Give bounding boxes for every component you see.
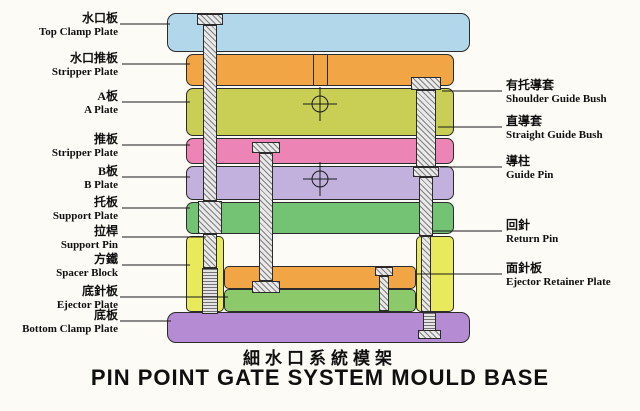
centre-pin-head — [252, 142, 280, 153]
label-support-pin: 拉桿 Support Pin — [4, 225, 118, 251]
label-support-plate: 托板 Support Plate — [4, 196, 118, 222]
ejector-plate — [224, 289, 416, 312]
centre-pin-shaft — [259, 153, 273, 281]
label-zh: 導柱 — [506, 154, 531, 168]
label-en: Stripper Plate — [51, 147, 118, 159]
label-zh: 底針板 — [81, 284, 118, 298]
label-en: Ejector Retainer Plate — [506, 276, 611, 288]
shoulder-guide-bush-head — [411, 77, 441, 90]
label-zh: 水口推板 — [69, 51, 118, 65]
label-en: Stripper Plate — [51, 66, 118, 78]
label-zh: 有托導套 — [506, 78, 555, 92]
label-zh: 面針板 — [506, 261, 543, 275]
label-straight-guide-bush: 直導套 Straight Guide Bush — [506, 115, 638, 141]
return-pin-screw-head — [418, 330, 441, 339]
label-en: A Plate — [84, 104, 118, 116]
label-en: Straight Guide Bush — [506, 129, 603, 141]
label-zh: 底板 — [93, 308, 118, 322]
label-shoulder-guide-bush: 有托導套 Shoulder Guide Bush — [506, 79, 638, 105]
return-pin-shaft — [421, 236, 431, 312]
a-plate — [186, 88, 454, 136]
guide-pin-shaft — [419, 177, 433, 236]
label-guide-pin: 導柱 Guide Pin — [506, 155, 638, 181]
stop-bolt-head — [375, 267, 393, 276]
label-a-plate: A板 A Plate — [4, 90, 118, 116]
support-plate — [186, 202, 454, 234]
label-en: Top Clamp Plate — [38, 26, 118, 38]
label-en: Guide Pin — [506, 169, 554, 181]
lower-stripper-plate — [186, 138, 454, 164]
sprue-channel-line — [313, 54, 314, 86]
upper-stripper-plate — [186, 54, 454, 86]
support-pin-lower-shaft — [203, 234, 217, 268]
label-en: Return Pin — [506, 233, 559, 245]
guide-pin-flange — [413, 167, 439, 177]
label-en: Shoulder Guide Bush — [506, 93, 607, 105]
label-bottom-clamp-plate: 底板 Bottom Clamp Plate — [4, 309, 118, 335]
label-zh: 拉桿 — [93, 224, 118, 238]
label-zh: 直導套 — [506, 114, 543, 128]
straight-guide-bush-body — [416, 90, 436, 167]
support-pin-shaft — [203, 25, 217, 201]
label-en: B Plate — [84, 179, 118, 191]
label-zh: 托板 — [93, 195, 118, 209]
label-ejector-plate: 底針板 Ejector Plate — [4, 285, 118, 311]
support-pin-collar — [198, 201, 222, 234]
label-en: Support Pin — [60, 239, 118, 251]
return-pin-screw — [423, 312, 436, 332]
label-spacer-block: 方鐵 Spacer Block — [4, 253, 118, 279]
title-en: PIN POINT GATE SYSTEM MOULD BASE — [90, 365, 550, 390]
label-en: Support Plate — [52, 210, 118, 222]
title-zh: 細水口系統模架 — [243, 349, 397, 368]
stop-bolt-shaft — [379, 276, 389, 311]
centre-pin-foot — [252, 281, 280, 293]
label-zh: 方鐵 — [93, 252, 118, 266]
label-en: Bottom Clamp Plate — [22, 323, 118, 335]
label-upper-stripper-plate: 水口推板 Stripper Plate — [4, 52, 118, 78]
support-pin-head — [197, 14, 223, 25]
label-en: Ejector Plate — [56, 299, 118, 311]
label-en: Spacer Block — [56, 267, 118, 279]
label-b-plate: B板 B Plate — [4, 165, 118, 191]
label-lower-stripper-plate: 推板 Stripper Plate — [4, 133, 118, 159]
label-ejector-retainer-plate: 面針板 Ejector Retainer Plate — [506, 262, 638, 288]
sprue-channel-line — [327, 54, 328, 86]
label-zh: 回針 — [506, 218, 531, 232]
label-zh: A板 — [97, 89, 118, 103]
label-zh: 水口板 — [81, 11, 118, 25]
label-return-pin: 回針 Return Pin — [506, 219, 638, 245]
label-zh: 推板 — [93, 132, 118, 146]
label-zh: B板 — [97, 164, 118, 178]
support-pin-screw — [202, 268, 218, 314]
label-top-clamp-plate: 水口板 Top Clamp Plate — [4, 12, 118, 38]
